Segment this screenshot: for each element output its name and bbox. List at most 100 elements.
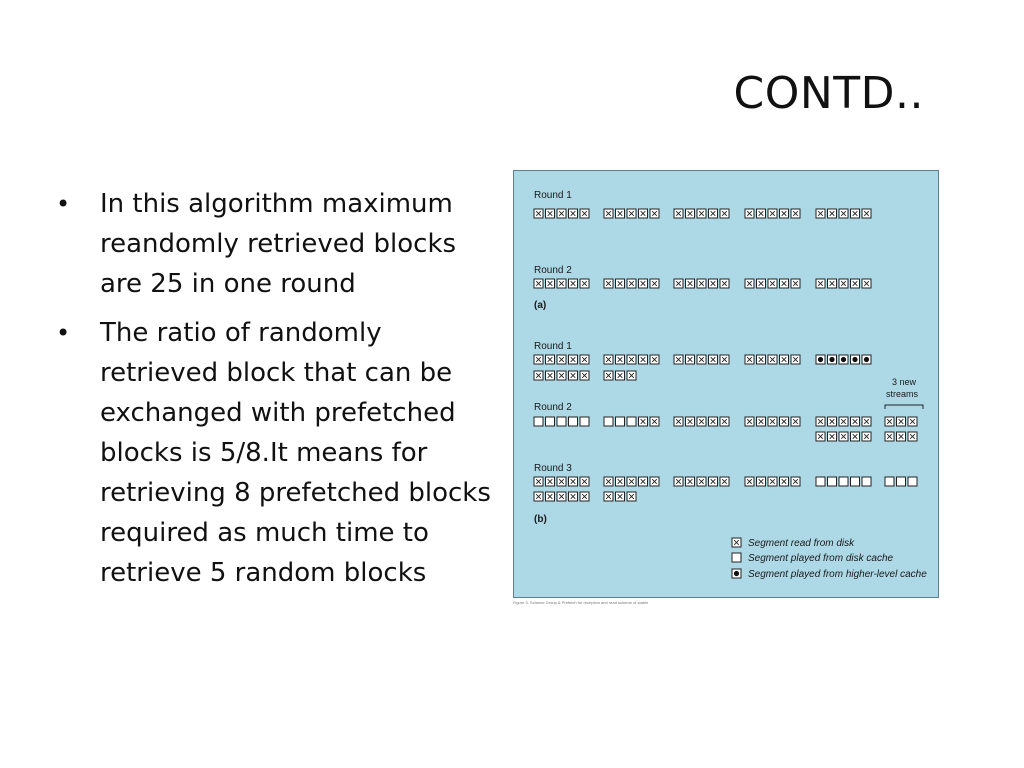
disk-read-mark-icon — [581, 356, 588, 363]
segment-box — [615, 416, 625, 427]
disk-read-mark-icon — [535, 280, 542, 287]
disk-read-mark-icon — [863, 210, 870, 217]
segment-box — [861, 476, 872, 487]
round-label: Round 2 — [534, 402, 572, 413]
disk-read-mark-icon — [651, 280, 658, 287]
disk-read-mark-icon — [781, 210, 787, 217]
higher-cache-dot-icon — [840, 356, 847, 363]
disk-read-mark-icon — [687, 280, 693, 287]
disk-read-mark-icon — [769, 280, 776, 287]
disk-read-mark-icon — [863, 418, 870, 425]
disk-read-mark-icon — [558, 210, 565, 217]
segment-box — [896, 476, 906, 487]
bullet-list: • In this algorithm maximum reandomly re… — [56, 184, 496, 602]
disk-read-mark-icon — [547, 493, 553, 500]
disk-read-mark-icon — [581, 478, 588, 485]
disk-read-mark-icon — [535, 356, 542, 363]
disk-read-mark-icon — [698, 210, 705, 217]
disk-read-mark-icon — [651, 210, 658, 217]
higher-cache-dot-icon — [863, 356, 870, 363]
disk-read-mark-icon — [687, 210, 693, 217]
disk-read-mark-icon — [733, 539, 740, 546]
disk-read-mark-icon — [640, 210, 646, 217]
disk-read-mark-icon — [721, 210, 728, 217]
disk-read-mark-icon — [687, 356, 693, 363]
disk-read-mark-icon — [817, 280, 824, 287]
disk-read-mark-icon — [535, 210, 542, 217]
disk-read-mark-icon — [710, 210, 716, 217]
new-streams-bracket — [884, 404, 924, 409]
segment-box — [907, 476, 918, 487]
segment-box — [838, 476, 849, 487]
disk-read-mark-icon — [781, 356, 787, 363]
disk-read-mark-icon — [698, 418, 705, 425]
disk-read-mark-icon — [581, 210, 588, 217]
disk-read-mark-icon — [640, 280, 646, 287]
disk-read-mark-icon — [769, 210, 776, 217]
disk-read-mark-icon — [687, 478, 693, 485]
disk-read-mark-icon — [829, 433, 835, 440]
slide-title: CONTD.. — [733, 68, 924, 119]
disk-read-mark-icon — [605, 210, 612, 217]
disk-read-mark-icon — [628, 372, 635, 379]
legend-label: Segment played from disk cache — [748, 553, 894, 564]
disk-read-mark-icon — [617, 210, 623, 217]
round-label: Round 3 — [534, 463, 572, 474]
segment-box — [533, 416, 544, 427]
new-streams-label: streams — [886, 389, 919, 399]
disk-read-mark-icon — [628, 356, 635, 363]
disk-read-mark-icon — [781, 418, 787, 425]
figure-caption: Figure 3. Scheme Group & Prefetch for re… — [513, 600, 649, 605]
bullet-dot-icon: • — [56, 319, 71, 347]
disk-read-mark-icon — [863, 433, 870, 440]
disk-read-mark-icon — [852, 280, 858, 287]
disk-read-mark-icon — [710, 478, 716, 485]
disk-read-mark-icon — [617, 356, 623, 363]
disk-read-mark-icon — [570, 280, 576, 287]
disk-read-mark-icon — [535, 478, 542, 485]
disk-read-mark-icon — [617, 478, 623, 485]
disk-read-mark-icon — [792, 210, 799, 217]
disk-read-mark-icon — [909, 418, 916, 425]
disk-read-mark-icon — [675, 356, 682, 363]
part-label: (a) — [534, 300, 546, 311]
disk-read-mark-icon — [628, 493, 635, 500]
disk-read-mark-icon — [605, 372, 612, 379]
higher-cache-dot-icon — [852, 356, 858, 363]
disk-read-mark-icon — [863, 280, 870, 287]
disk-read-mark-icon — [886, 433, 893, 440]
disk-read-mark-icon — [840, 418, 847, 425]
disk-read-mark-icon — [558, 372, 565, 379]
disk-read-mark-icon — [651, 356, 658, 363]
round-label: Round 1 — [534, 190, 572, 201]
disk-read-mark-icon — [675, 210, 682, 217]
disk-read-mark-icon — [581, 493, 588, 500]
disk-read-mark-icon — [746, 210, 753, 217]
disk-read-mark-icon — [829, 418, 835, 425]
disk-read-mark-icon — [781, 280, 787, 287]
disk-read-mark-icon — [698, 356, 705, 363]
disk-read-mark-icon — [640, 356, 646, 363]
disk-read-mark-icon — [547, 356, 553, 363]
disk-read-mark-icon — [792, 478, 799, 485]
disk-read-mark-icon — [909, 433, 916, 440]
disk-read-mark-icon — [570, 210, 576, 217]
segment-box — [815, 476, 826, 487]
disk-read-mark-icon — [898, 433, 904, 440]
new-streams-label: 3 new — [892, 377, 917, 387]
disk-read-mark-icon — [829, 280, 835, 287]
disk-read-mark-icon — [781, 478, 787, 485]
disk-read-mark-icon — [840, 280, 847, 287]
disk-read-mark-icon — [651, 418, 658, 425]
legend-label: Segment read from disk — [748, 538, 855, 549]
disk-read-mark-icon — [535, 372, 542, 379]
disk-read-mark-icon — [547, 210, 553, 217]
part-label: (b) — [534, 514, 547, 525]
disk-read-mark-icon — [769, 418, 776, 425]
disk-read-mark-icon — [792, 418, 799, 425]
disk-read-mark-icon — [570, 493, 576, 500]
disk-read-mark-icon — [581, 280, 588, 287]
segment-box — [626, 416, 637, 427]
